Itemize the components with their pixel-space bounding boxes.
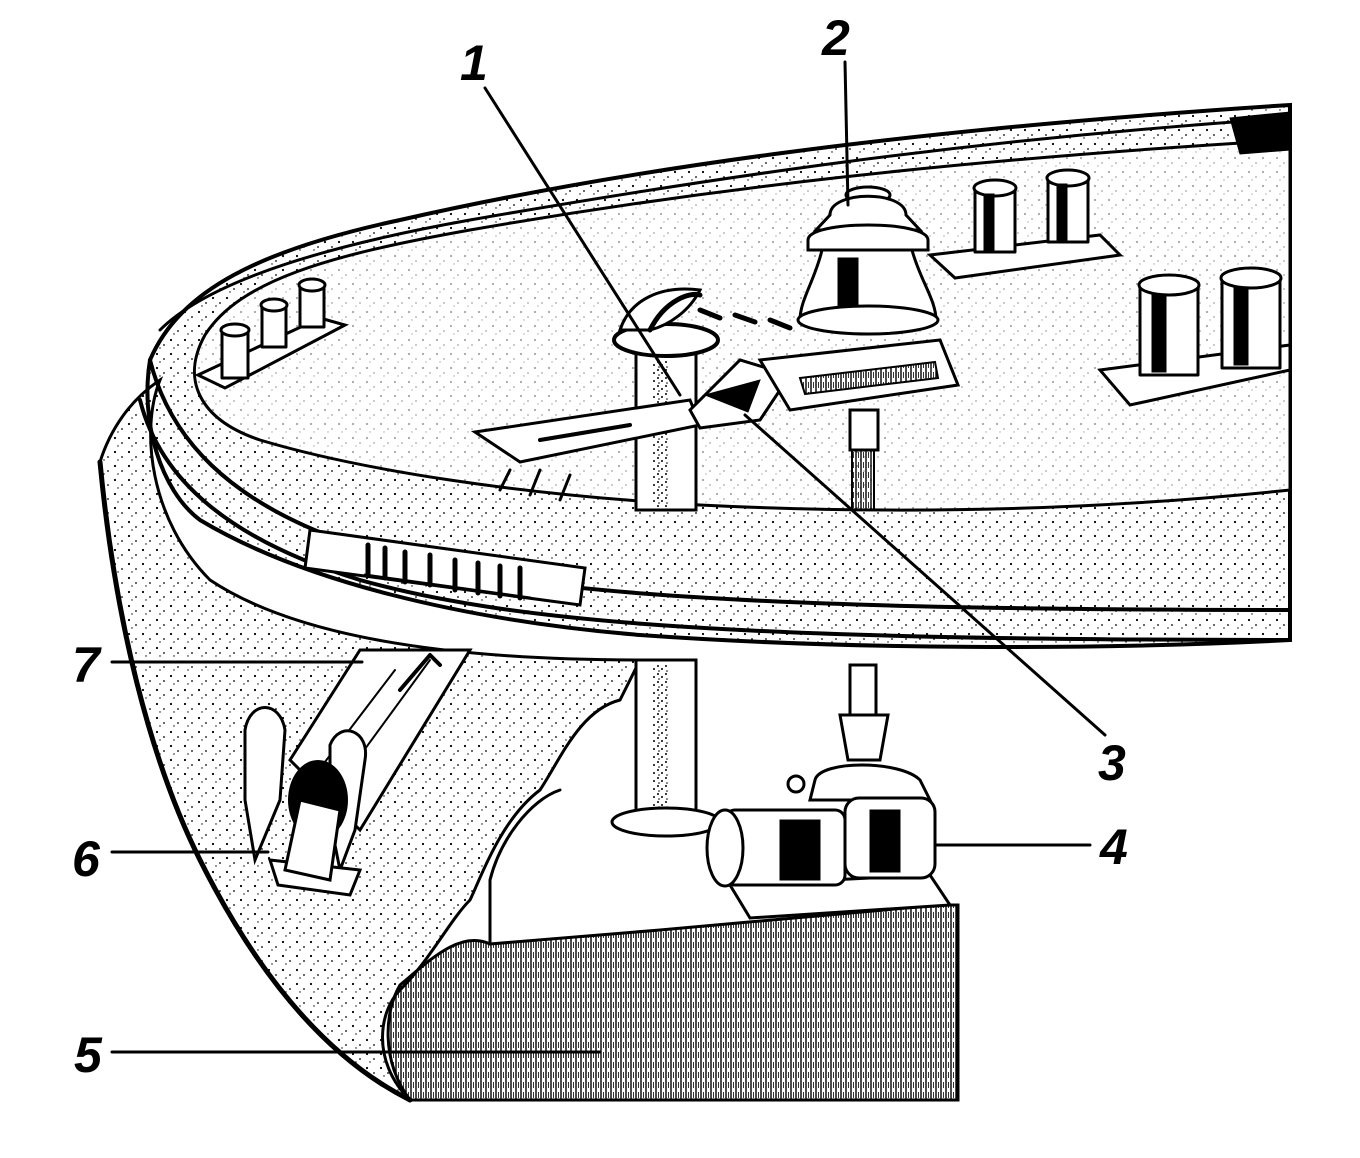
callout-5: 5 — [74, 1027, 103, 1083]
bitts-left — [194, 277, 350, 390]
callout-6: 6 — [72, 831, 101, 887]
electric-motor — [705, 774, 953, 920]
windlass — [757, 185, 961, 802]
anchor — [243, 706, 368, 897]
name-plate — [303, 528, 587, 607]
bitts-right-upper — [926, 168, 1124, 280]
leader-lines — [110, 60, 1107, 1054]
chain-stopper — [470, 307, 793, 502]
bitts-right-lower — [1097, 266, 1292, 407]
callouts: 1 2 3 4 5 6 7 — [72, 10, 1128, 1083]
callout-3: 3 — [1098, 735, 1126, 791]
callout-2: 2 — [821, 10, 850, 66]
callout-7: 7 — [72, 637, 102, 693]
callout-4: 4 — [1099, 819, 1128, 875]
callout-1: 1 — [460, 35, 488, 91]
